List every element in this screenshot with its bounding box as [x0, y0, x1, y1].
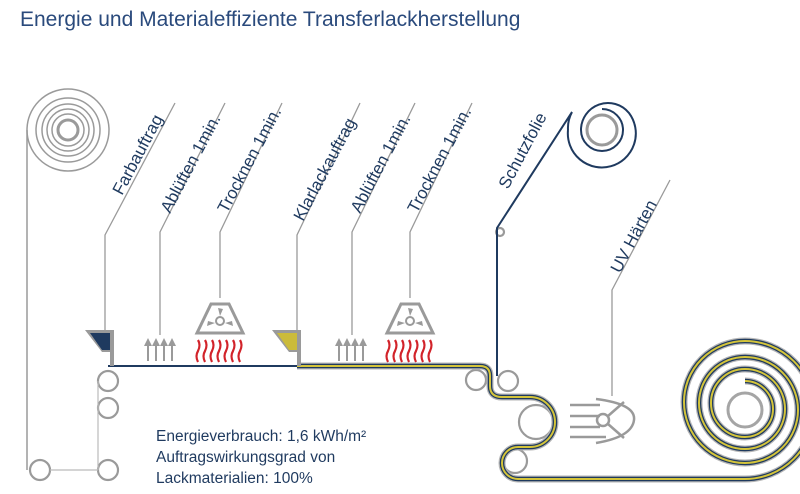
roller	[96, 458, 120, 482]
roller	[464, 368, 488, 392]
roller	[517, 403, 555, 441]
roller	[28, 458, 52, 482]
dryer-fan-icon	[384, 302, 436, 363]
label-uv-haerten: UV Härten	[607, 197, 661, 276]
roller	[96, 396, 120, 420]
uv-lamp-icon	[570, 397, 636, 445]
label-leaders	[104, 102, 671, 396]
roller	[96, 369, 120, 393]
station-labels: Farbauftrag Ablüften 1min. Trocknen 1min…	[109, 104, 661, 276]
efficiency-line-2: Lackmaterialien: 100%	[156, 470, 313, 487]
supply-roll	[26, 88, 110, 470]
efficiency-line-1: Auftragswirkungsgrad von	[156, 449, 336, 466]
label-schutzfolie: Schutzfolie	[495, 110, 551, 192]
info-box: Energieverbrauch: 1,6 kWh/m² Auftragswir…	[156, 426, 366, 489]
energy-consumption: Energieverbrauch: 1,6 kWh/m²	[156, 428, 367, 445]
color-applicator	[85, 330, 114, 366]
frame-line	[50, 381, 99, 471]
airflow-arrows-icon	[144, 338, 367, 361]
page-title: Energie und Materialeffiziente Transferl…	[20, 8, 521, 31]
dryer-fan-icon	[194, 302, 246, 363]
label-farbauftrag: Farbauftrag	[109, 111, 167, 198]
roller	[496, 369, 520, 393]
label-trocknen-1: Trocknen 1min.	[214, 104, 285, 216]
clearcoat-applicator	[272, 330, 301, 366]
protective-film-roll	[496, 101, 637, 376]
web-coated	[297, 337, 800, 483]
label-trocknen-2: Trocknen 1min.	[404, 104, 475, 216]
label-abflueften-1: Ablüften 1min.	[157, 111, 225, 216]
